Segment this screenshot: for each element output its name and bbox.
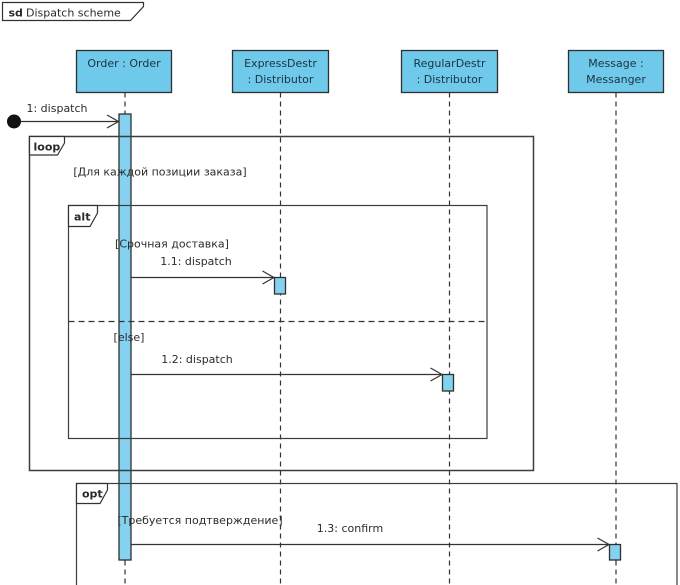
lifeline-order-head[interactable] bbox=[75, 49, 173, 94]
message-1-1-dispatch: 1.1: dispatch bbox=[131, 255, 276, 285]
fragment-alt-guard: [Срочная доставка] bbox=[115, 238, 229, 251]
fragment-alt: alt bbox=[67, 204, 488, 440]
fragment-opt-guard: [Требуется подтверждение] bbox=[117, 514, 282, 527]
lifeline-messanger-head[interactable] bbox=[567, 49, 665, 94]
diagram-frame-keyword: sd bbox=[9, 7, 23, 20]
fragment-loop-operator-pentagon[interactable] bbox=[28, 135, 66, 156]
message-1-3-label: 1.3: confirm bbox=[317, 522, 383, 535]
fragment-alt-operator-pentagon[interactable] bbox=[67, 204, 99, 228]
lifeline-regular-destr-head[interactable] bbox=[400, 49, 499, 94]
fragment-alt-else-guard: [else] bbox=[114, 331, 145, 344]
message-1-dispatch: 1: dispatch bbox=[7, 102, 120, 129]
message-1-2-label: 1.2: dispatch bbox=[161, 353, 233, 366]
lifeline-express-destr-label: ExpressDestr bbox=[244, 57, 317, 70]
lifeline-regular-destr-label-line2: : Distributor bbox=[417, 73, 483, 86]
lifeline-regular-destr: RegularDestr : Distributor bbox=[400, 49, 499, 94]
fragment-loop: loop bbox=[28, 135, 535, 472]
open-arrowhead-icon bbox=[106, 114, 120, 129]
fragment-loop-border[interactable] bbox=[28, 135, 535, 472]
fragment-loop-guard: [Для каждой позиции заказа] bbox=[73, 166, 246, 179]
message-1-label: 1: dispatch bbox=[26, 102, 87, 115]
activation-bar-messanger[interactable] bbox=[608, 543, 622, 561]
open-arrowhead-icon bbox=[430, 367, 444, 382]
open-arrowhead-icon bbox=[597, 537, 611, 552]
fragment-loop-operator-label: loop bbox=[34, 141, 61, 154]
lifeline-express-destr-label-line2: : Distributor bbox=[248, 73, 314, 86]
lifeline-messanger-label-line2: Messanger bbox=[586, 73, 646, 86]
fragment-opt-operator-label: opt bbox=[82, 488, 103, 501]
lifeline-regular-destr-label: RegularDestr bbox=[414, 57, 486, 70]
activation-bar-express-destr[interactable] bbox=[273, 276, 287, 295]
found-message-circle[interactable] bbox=[7, 114, 21, 129]
diagram-frame-pentagon[interactable] bbox=[1, 1, 145, 22]
fragment-opt-border[interactable] bbox=[75, 482, 678, 585]
message-1-2-dispatch: 1.2: dispatch bbox=[131, 353, 444, 382]
fragment-opt: opt bbox=[75, 482, 678, 585]
activation-bar-regular-destr[interactable] bbox=[441, 373, 455, 392]
lifeline-messanger-label: Message : bbox=[588, 57, 643, 70]
open-arrowhead-icon bbox=[262, 270, 276, 285]
lifeline-express-destr-head[interactable] bbox=[231, 49, 330, 94]
lifeline-express-destr: ExpressDestr : Distributor bbox=[231, 49, 330, 94]
lifeline-order-label: Order : Order bbox=[87, 57, 161, 70]
lifeline-messanger: Message : Messanger bbox=[567, 49, 665, 94]
diagram-frame-label: sd Dispatch scheme bbox=[1, 1, 145, 22]
activation-bar-order[interactable] bbox=[118, 113, 132, 561]
diagram-frame-title: Dispatch scheme bbox=[26, 7, 121, 20]
lifeline-order: Order : Order bbox=[75, 49, 173, 94]
fragment-alt-operator-label: alt bbox=[74, 211, 90, 224]
message-1-1-label: 1.1: dispatch bbox=[160, 255, 232, 268]
fragment-opt-operator-pentagon[interactable] bbox=[75, 482, 109, 505]
message-1-3-confirm: 1.3: confirm bbox=[131, 522, 611, 552]
